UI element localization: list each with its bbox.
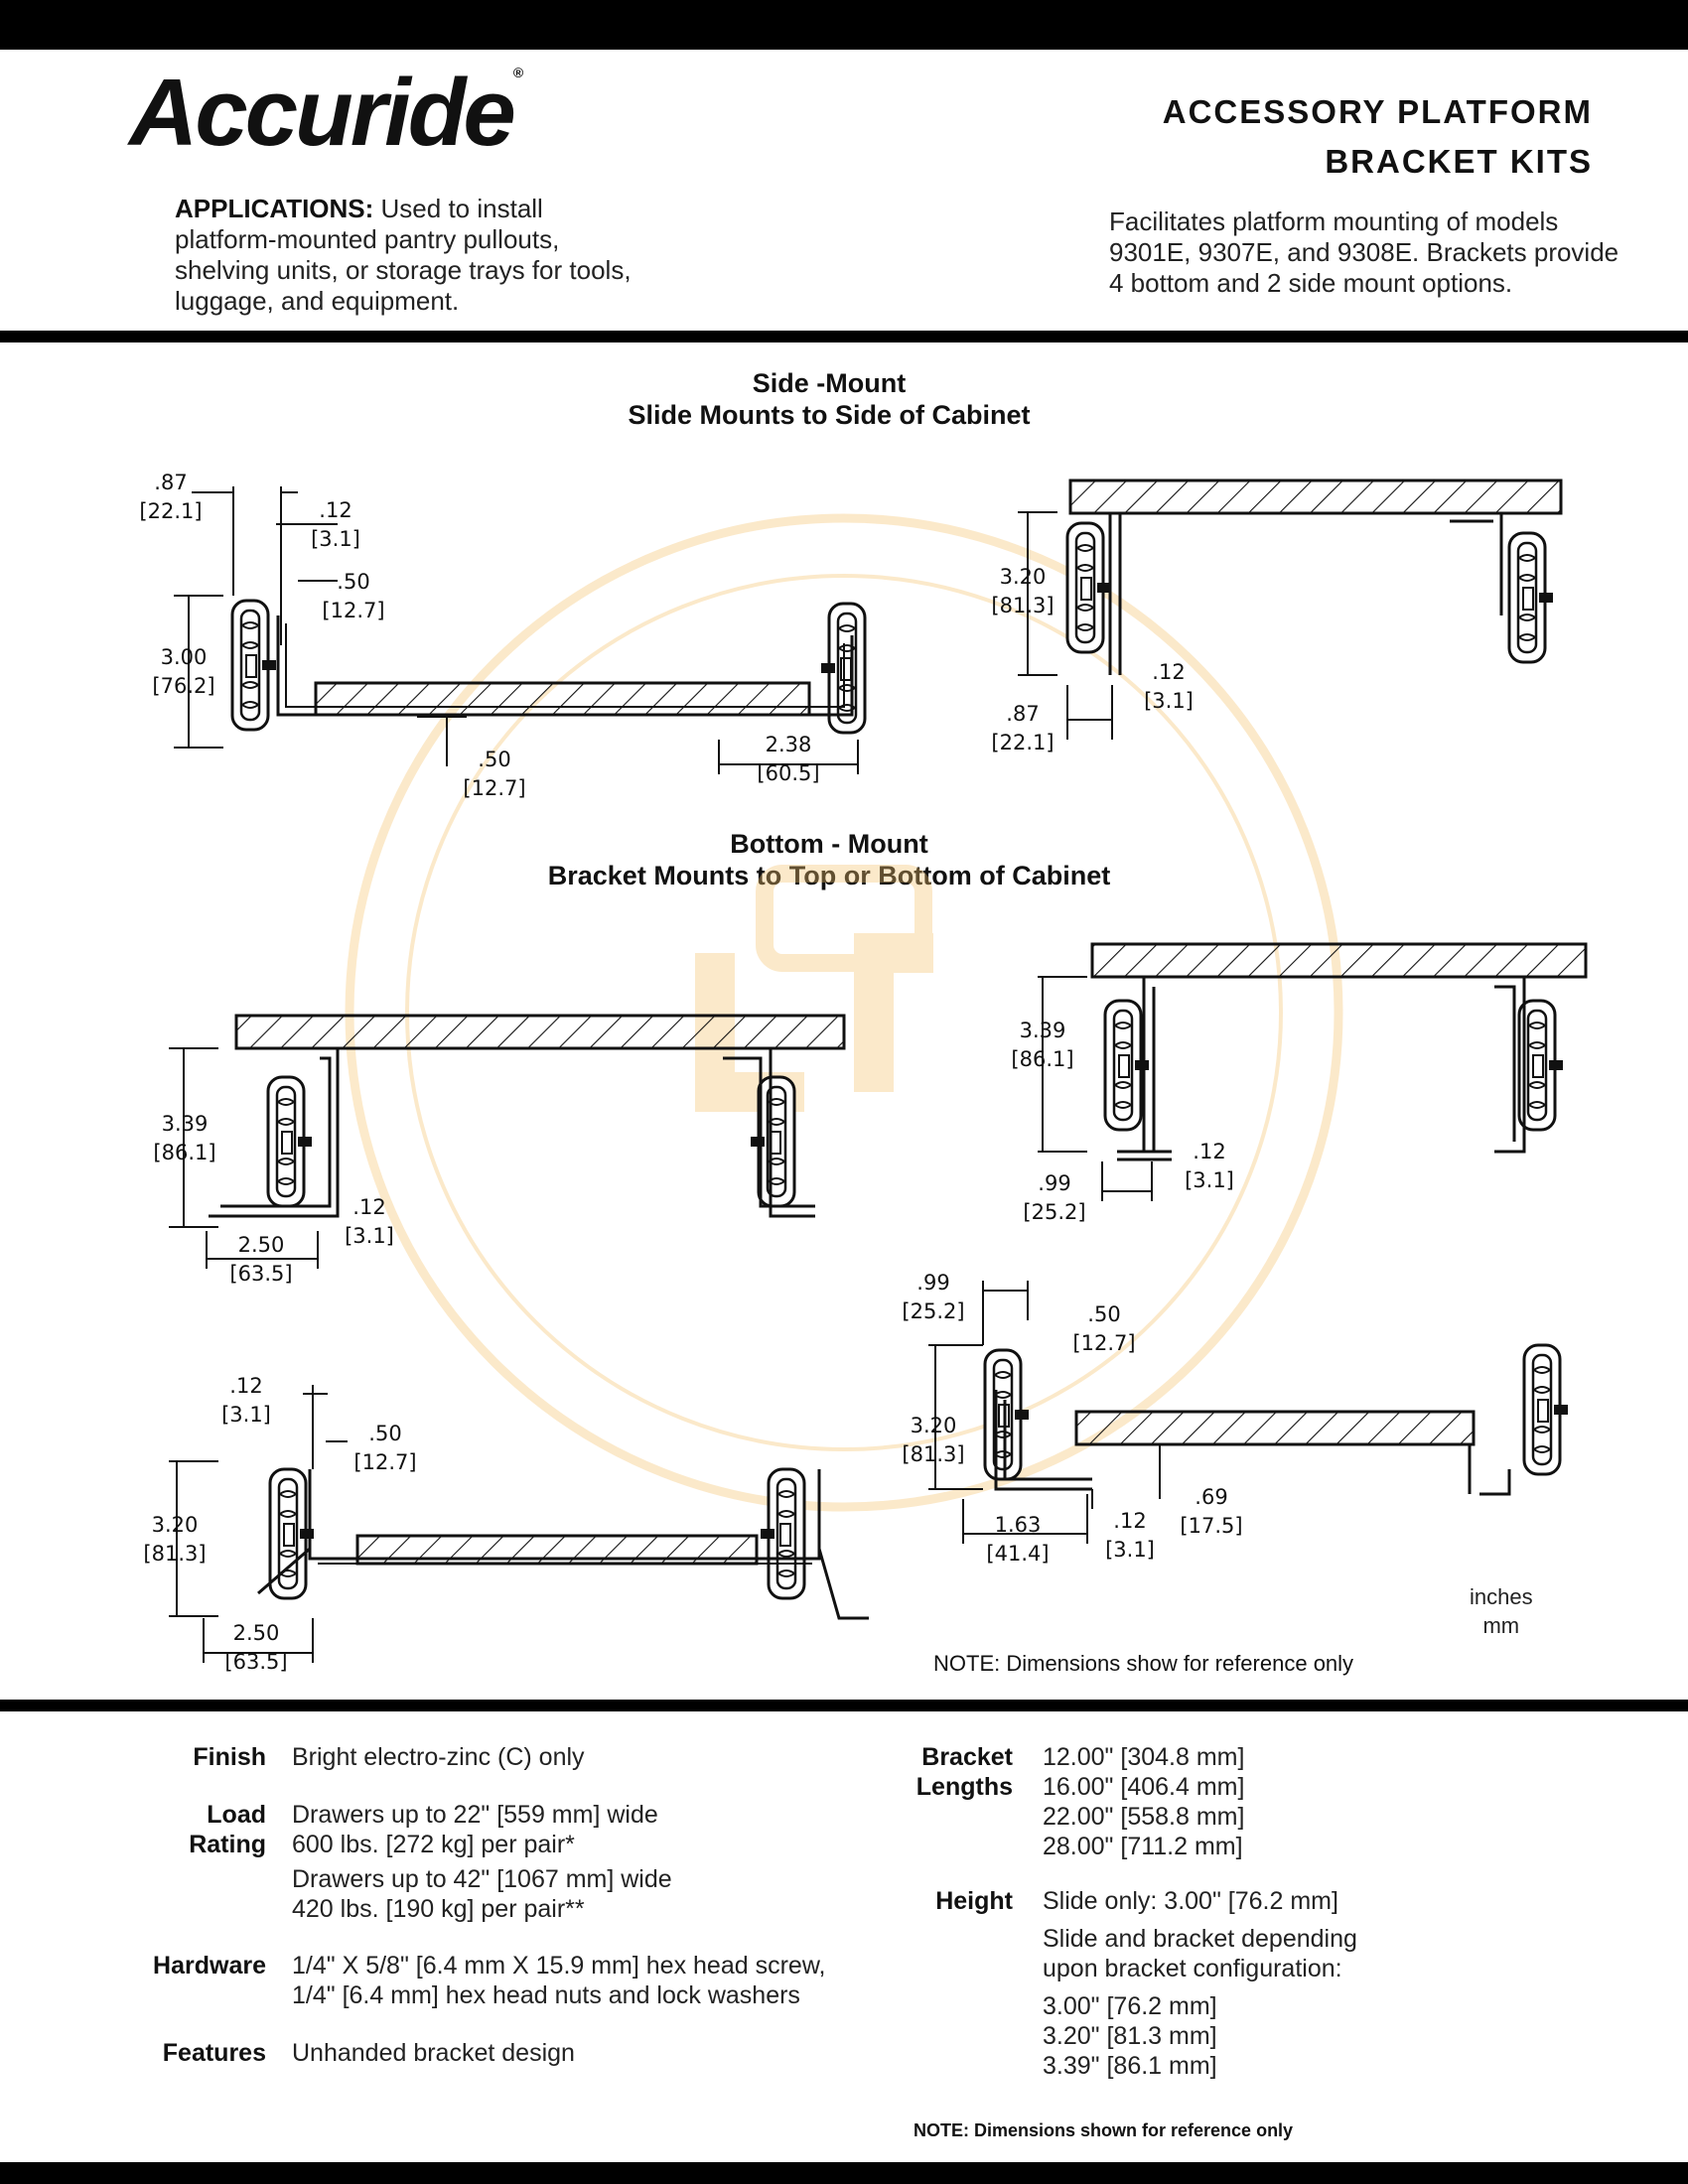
dim-label: 2.38[60.5] [757, 733, 820, 785]
dim-label: 3.20[81.3] [902, 1414, 965, 1466]
top-bar [0, 0, 1688, 50]
dim-label: .99[25.2] [1023, 1171, 1086, 1224]
header-rule [0, 331, 1688, 342]
applications-text: APPLICATIONS: Used to install platform-m… [175, 194, 632, 316]
dim-label: 2.50[63.5] [224, 1621, 288, 1674]
dim-label: .12[3.1] [1144, 660, 1194, 713]
dim-label: .12[3.1] [311, 498, 360, 551]
bottom-mount-a-drawing [169, 1014, 846, 1269]
dim-label: .12[3.1] [1185, 1140, 1234, 1192]
dim-label: 3.39[86.1] [153, 1112, 216, 1164]
spec-label-hardware: Hardware [153, 1952, 266, 1979]
dim-label: .50[12.7] [322, 570, 385, 622]
side-mount-left-drawing [174, 486, 867, 774]
facilitates-text: Facilitates platform mounting of models … [1109, 206, 1619, 298]
spec-value-hardware: 1/4" X 5/8" [6.4 mm X 15.9 mm] hex head … [292, 1952, 826, 2009]
side-mount-right-drawing [1018, 478, 1563, 740]
dim-label: .50[12.7] [353, 1422, 417, 1474]
dim-label: .12[3.1] [345, 1195, 394, 1248]
drawings-rule [0, 1700, 1688, 1711]
page-title: ACCESSORY PLATFORM BRACKET KITS [1162, 93, 1593, 180]
dim-label: .50[12.7] [463, 748, 526, 800]
dim-label: 3.20[81.3] [991, 565, 1055, 617]
spec-value-load-rating: Drawers up to 22" [559 mm] wide 600 lbs.… [292, 1801, 672, 1923]
spec-label-height: Height [935, 1887, 1013, 1915]
dim-label: 3.20[81.3] [143, 1513, 207, 1566]
dim-label: 3.39[86.1] [1011, 1019, 1074, 1071]
bottom-mount-c-drawing [169, 1385, 869, 1663]
bottom-bar [0, 2162, 1688, 2184]
bottom-mount-b-drawing [1038, 942, 1588, 1201]
dim-label: .69[17.5] [1180, 1485, 1243, 1538]
bottom-mount-d-drawing [928, 1281, 1570, 1544]
drawing-note: NOTE: Dimensions show for reference only [933, 1651, 1354, 1676]
spec-value-features: Unhanded bracket design [292, 2039, 575, 2067]
dim-label: .12[3.1] [221, 1374, 271, 1427]
dim-label: .87[22.1] [139, 471, 203, 523]
dim-label: 1.63[41.4] [986, 1513, 1050, 1566]
dim-label: .87[22.1] [991, 702, 1055, 754]
spec-label-features: Features [162, 2039, 266, 2067]
dim-label: .99[25.2] [902, 1271, 965, 1323]
spec-value-height: Slide only: 3.00" [76.2 mm] Slide and br… [1043, 1887, 1357, 2080]
dim-label: .50[12.7] [1072, 1302, 1136, 1355]
watermark [345, 513, 1343, 1512]
dim-label: 3.00[76.2] [152, 645, 215, 698]
spec-label-finish: Finish [193, 1743, 266, 1771]
dim-label: 2.50[63.5] [229, 1233, 293, 1286]
dim-label: .12[3.1] [1105, 1509, 1155, 1562]
spec-value-finish: Bright electro-zinc (C) only [292, 1743, 585, 1771]
specs-note: NOTE: Dimensions shown for reference onl… [914, 2120, 1294, 2140]
spec-value-bracket-lengths: 12.00" [304.8 mm] 16.00" [406.4 mm] 22.0… [1043, 1743, 1245, 1860]
accuride-logo: Accuride® [129, 60, 523, 166]
